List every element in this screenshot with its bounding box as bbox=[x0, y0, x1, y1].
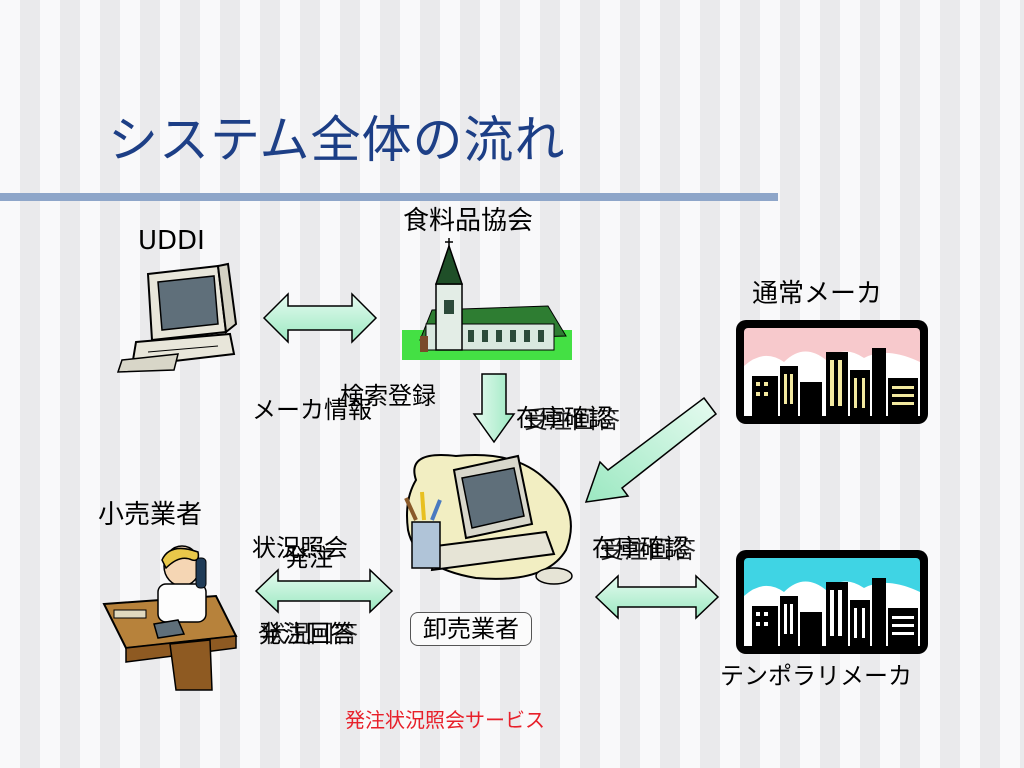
wholesaler-temporary-maker-double-arrow bbox=[594, 574, 720, 620]
association-label: 食料品協会 bbox=[403, 206, 534, 236]
regular-maker-wholesaler-diagonal-arrow bbox=[584, 396, 718, 503]
uddi-label: UDDI bbox=[138, 226, 205, 256]
order-reply-top-label: 受注回答 bbox=[524, 406, 620, 434]
retailer-wholesaler-double-arrow bbox=[254, 568, 394, 614]
status-inquiry-label: 状況照会 bbox=[252, 534, 348, 562]
regular-maker-label: 通常メーカ bbox=[752, 279, 883, 309]
temporary-maker-city-icon bbox=[736, 550, 928, 654]
uddi-computer-icon bbox=[116, 262, 238, 373]
wholesaler-label: 卸売業者 bbox=[410, 612, 532, 646]
stock-check-bottom-label: 在庫確認 bbox=[592, 534, 688, 562]
temporary-maker-label: テンポラリメーカ bbox=[720, 662, 912, 690]
maker-info-label: メーカ情報 bbox=[252, 396, 372, 424]
order-label: 発注 bbox=[285, 544, 333, 572]
wholesaler-computer-icon bbox=[404, 454, 573, 585]
status-reply-label: 状況回答 bbox=[262, 620, 358, 648]
title-underline bbox=[0, 193, 778, 201]
search-register-label: 検索登録 bbox=[340, 382, 436, 410]
order-reply-bottom-label: 受注回答 bbox=[600, 536, 696, 564]
association-wholesaler-down-arrow bbox=[472, 373, 516, 444]
church-icon bbox=[402, 238, 572, 360]
order-reply-label: 発注回答 bbox=[258, 620, 354, 648]
regular-maker-city-icon bbox=[736, 320, 928, 424]
service-caption: 発注状況照会サービス bbox=[345, 708, 545, 732]
retailer-person-on-phone-icon bbox=[102, 545, 238, 691]
slide-title: システム全体の流れ bbox=[108, 111, 566, 169]
retailer-label: 小売業者 bbox=[98, 500, 203, 530]
uddi-association-double-arrow bbox=[262, 292, 378, 344]
stock-check-top-label: 在庫確認 bbox=[516, 404, 612, 432]
